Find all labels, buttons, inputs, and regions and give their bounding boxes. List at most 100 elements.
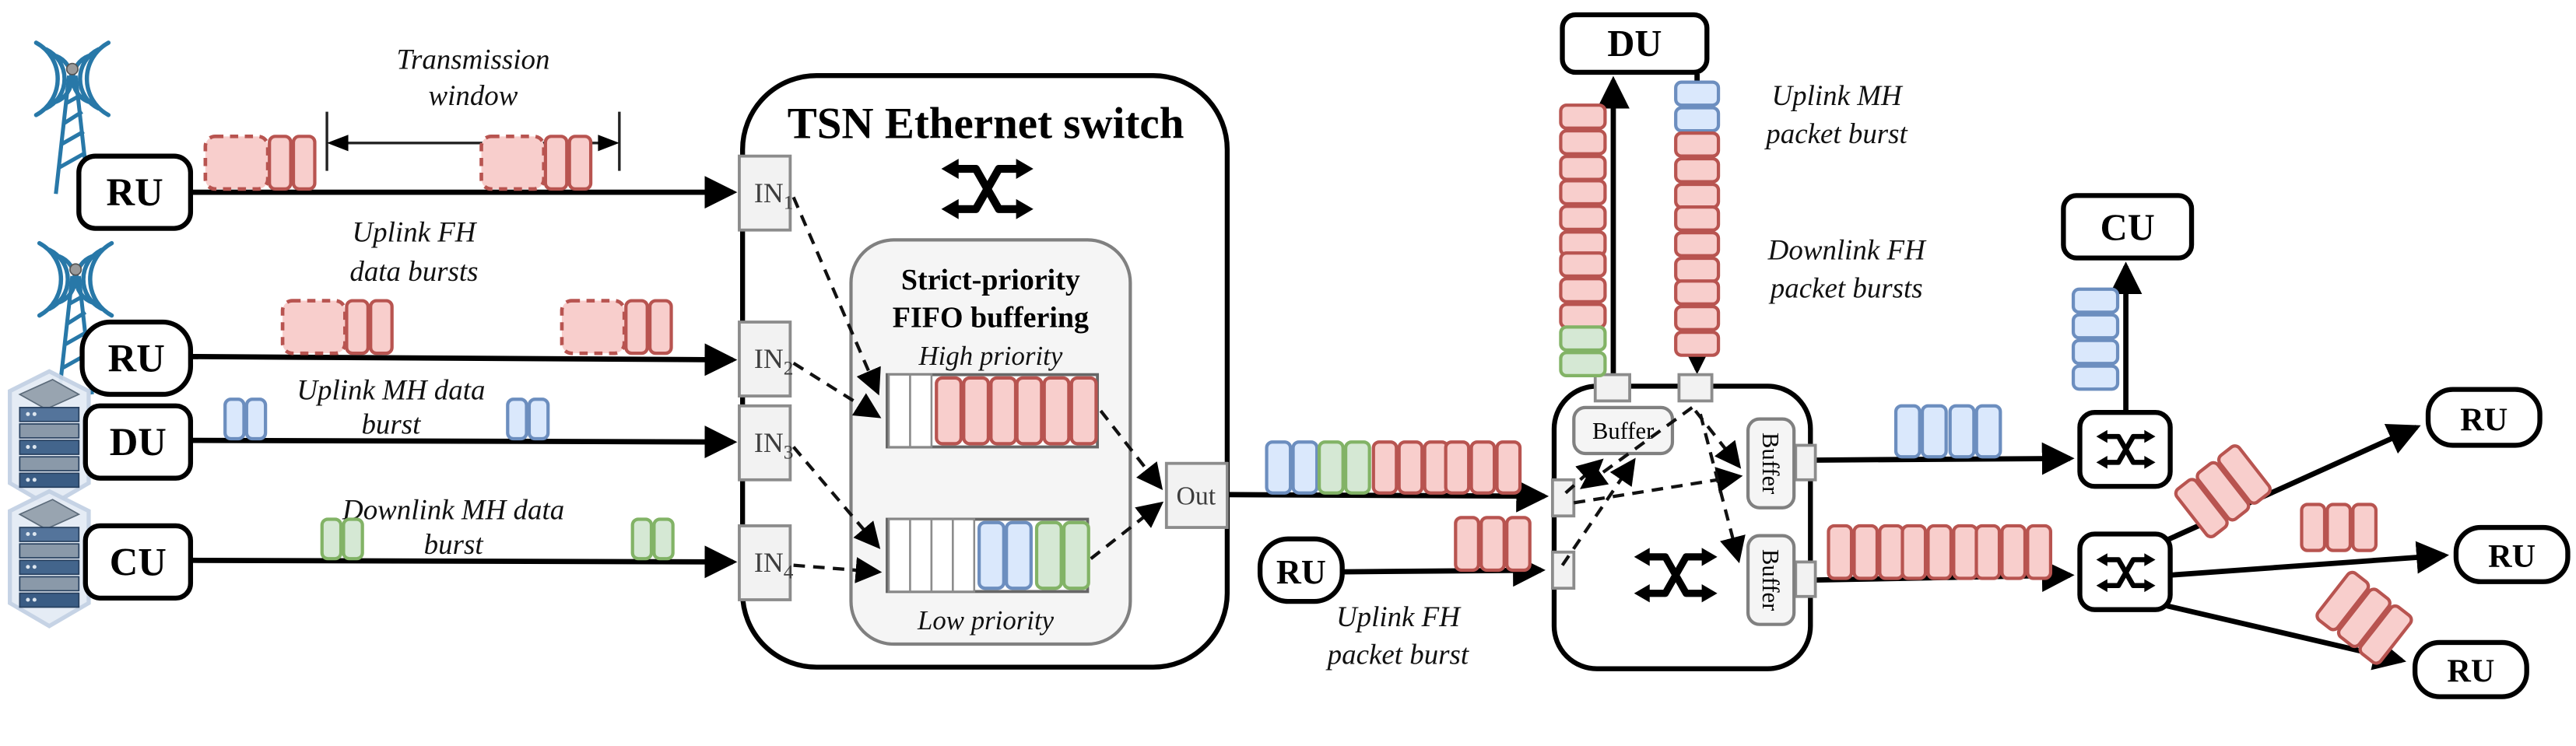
cu-burst-1-packet xyxy=(342,517,364,561)
du-down-red-2-packet xyxy=(1674,205,1721,232)
lp-blue-packet xyxy=(977,520,1005,590)
mh-line-blue-2-packet xyxy=(1974,404,2002,459)
uplink-mh-data-label: Uplink MH data xyxy=(297,373,485,405)
ru-bot-diag xyxy=(2315,570,2413,665)
hp-red-1 xyxy=(935,376,1018,446)
link-rumid-aggswitch xyxy=(1342,554,1546,587)
ru2-burst-1-packet xyxy=(369,299,394,355)
link-ru2-in2 xyxy=(190,343,738,377)
ru-top-diag xyxy=(2174,444,2272,539)
ru-bot-diag-packet xyxy=(2336,587,2392,649)
ru1-burst-1-packet xyxy=(291,135,317,191)
ru1-node xyxy=(76,153,194,231)
link-out-aggswitch xyxy=(1227,479,1549,513)
out-train-green-packet xyxy=(1317,440,1345,495)
fh-line-red-1 xyxy=(1827,524,1905,580)
fh-line-red-2-packet xyxy=(1926,524,1953,580)
du-down-red-2-packet xyxy=(1674,230,1721,257)
lp-green xyxy=(1034,520,1090,590)
fh-line-red-3 xyxy=(1974,524,2053,580)
du-up-red-1-packet xyxy=(1559,129,1607,156)
buffer-right-lower-label: Buffer xyxy=(1757,549,1784,611)
out-train-red-2-packet xyxy=(1495,440,1522,495)
out-port xyxy=(1164,461,1229,529)
du-down-red-3-packet xyxy=(1674,331,1721,357)
du-burst-2 xyxy=(506,398,550,441)
ru-right-mid-node xyxy=(2453,524,2571,584)
du-down-red-3 xyxy=(1674,279,1721,357)
du-up-red-3-packet xyxy=(1559,277,1607,303)
ru-fh-burst-packet xyxy=(1505,516,1532,573)
du-down-red-1-packet xyxy=(1674,156,1721,184)
out-train-blue-packet xyxy=(1291,440,1319,495)
cu-left-node xyxy=(82,523,194,601)
ru-fh-burst xyxy=(1454,516,1532,573)
du-burst-2-packet xyxy=(527,398,550,441)
fh-line-red-1-packet xyxy=(1827,524,1854,580)
cu-stack-blue-packet xyxy=(2071,287,2120,314)
lp-empty-packet xyxy=(887,518,911,593)
lp-empty-packet xyxy=(930,518,954,593)
hp-red-2-packet xyxy=(1042,376,1071,446)
fh-line-red-1-packet xyxy=(1852,524,1879,580)
cu-stack-blue-packet xyxy=(2071,338,2120,366)
ru-top-diag-packet xyxy=(2216,444,2272,505)
downlink-mh-data-label: Downlink MH data xyxy=(342,493,564,525)
ru1-burst-2-window xyxy=(479,135,546,191)
hp-red-2-packet xyxy=(1015,376,1044,446)
uplink-mh-packet-label2: packet burst xyxy=(1764,117,1907,149)
uplink-fh-data-label: Uplink FH xyxy=(352,216,477,248)
du-up-red-3-packet xyxy=(1559,303,1607,329)
fh-line-red-2-packet xyxy=(1900,524,1928,580)
cu-burst-2 xyxy=(630,517,675,561)
ru2-node xyxy=(79,319,194,398)
out-train-red-2 xyxy=(1444,440,1522,495)
server-stack-icon xyxy=(10,492,89,626)
mh-line-blue-1-packet xyxy=(1920,404,1948,459)
lp-blue-packet xyxy=(1005,520,1033,590)
ru-right-bot-label: RU xyxy=(2447,653,2494,690)
downlink-fh-packet-label2: packet bursts xyxy=(1768,271,1923,303)
cu-stack-blue-packet xyxy=(2071,313,2120,340)
lp-green-packet xyxy=(1034,520,1063,590)
out-train-green xyxy=(1317,440,1371,495)
cu-right-label: CU xyxy=(2100,206,2155,248)
hp-red-2-packet xyxy=(1069,376,1098,446)
hp-empty-packet xyxy=(887,373,911,448)
du-up-red-2-packet xyxy=(1559,179,1607,206)
ru2-burst-1 xyxy=(280,299,394,355)
fh-line-red-2-packet xyxy=(1952,524,1979,580)
buffer-top xyxy=(1572,405,1675,456)
cu-burst-2-packet xyxy=(630,517,654,561)
tsn-switch-title: TSN Ethernet switch xyxy=(788,99,1184,148)
ru-fh-burst-packet xyxy=(1454,516,1480,573)
dash-in4-lp xyxy=(793,557,883,583)
mh-line-blue-1-packet xyxy=(1893,404,1921,459)
ru1-label: RU xyxy=(107,170,163,214)
du-down-red-1 xyxy=(1674,131,1721,209)
out-train-red-1-packet xyxy=(1397,440,1424,495)
uplink-fh-packet-label2: packet burst xyxy=(1325,638,1469,670)
ru2-burst-2 xyxy=(560,299,673,355)
link-du-in3 xyxy=(190,426,738,459)
downlink-fh-packet-label: Downlink FH xyxy=(1767,234,1927,266)
out-train-green-packet xyxy=(1343,440,1371,495)
mh-line-blue-2 xyxy=(1948,404,2002,459)
ru-mid-burst xyxy=(2300,503,2378,552)
du-up-red-1-packet xyxy=(1559,154,1607,181)
cu-stack-blue-packet xyxy=(2071,364,2120,391)
mh-line-blue-2-packet xyxy=(1948,404,1976,459)
uplink-mh-packet-label: Uplink MH xyxy=(1771,79,1903,111)
dash-topright-bufferlower xyxy=(1698,413,1746,564)
out-train-red-2-packet xyxy=(1469,440,1497,495)
lp-empty xyxy=(887,518,976,593)
out-train-red-1 xyxy=(1371,440,1450,495)
du-up-red-1 xyxy=(1559,103,1607,181)
out-train-red-2-packet xyxy=(1444,440,1471,495)
ru1-burst-2-packet xyxy=(567,135,593,191)
ru-mid-burst-packet xyxy=(2325,503,2353,552)
hp-red-1-packet xyxy=(935,376,963,446)
buffer-top-label: Buffer xyxy=(1592,418,1654,444)
uplink-fh-data-label2: data bursts xyxy=(349,255,478,287)
